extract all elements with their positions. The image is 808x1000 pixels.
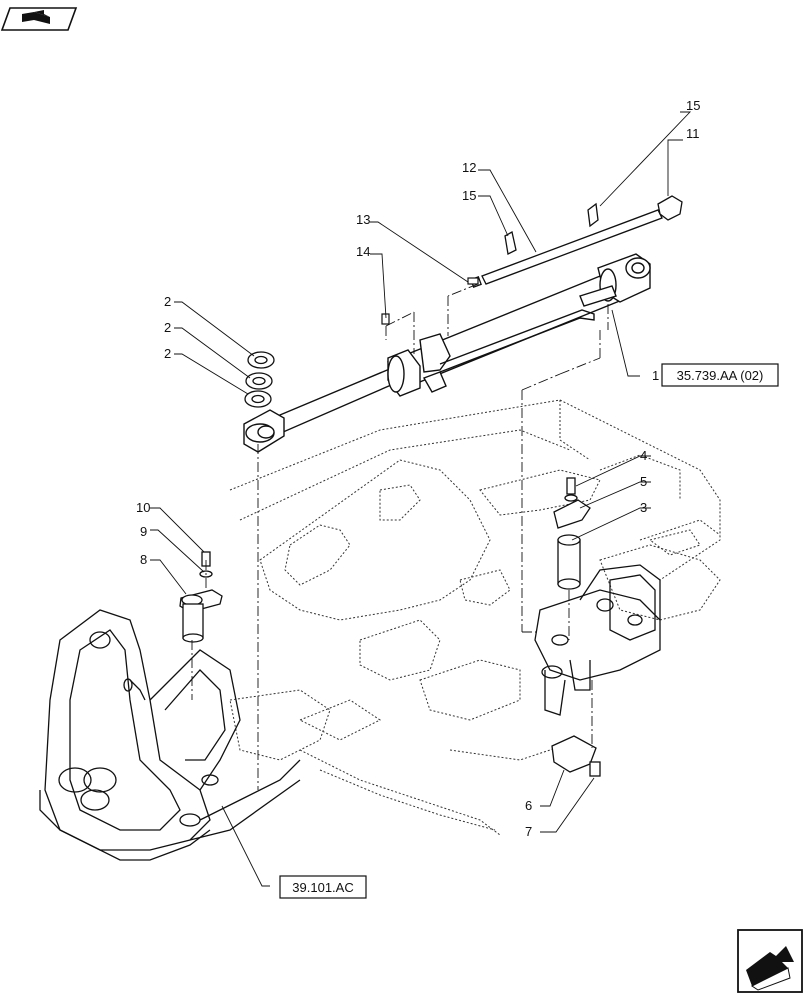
callout-14: 14	[356, 244, 370, 259]
callout-10: 10	[136, 500, 150, 515]
callout-9: 9	[140, 524, 147, 539]
callout-15-lower: 15	[462, 188, 476, 203]
reference-frame-label: 39.101.AC	[292, 880, 353, 895]
book-arrow-icon[interactable]	[0, 7, 78, 31]
next-page-arrow-icon[interactable]	[737, 929, 803, 993]
frame-structure	[229, 399, 721, 836]
callout-12: 12	[462, 160, 476, 175]
callout-7: 7	[525, 824, 532, 839]
callout-15-upper: 15	[686, 98, 700, 113]
callout-8: 8	[140, 552, 147, 567]
callout-11: 11	[686, 126, 700, 141]
callout-2-b: 2	[164, 320, 171, 335]
pin-assembly-right[interactable]	[553, 477, 591, 590]
callout-2-a: 2	[164, 294, 171, 309]
callout-1: 1	[652, 368, 659, 383]
callout-labels: 15 11 12 15 13 14 2 2 2 1 4 5 3 10 9 8 6…	[136, 98, 700, 839]
washer-set[interactable]	[244, 351, 275, 408]
reference-cylinder-label: 35.739.AA (02)	[677, 368, 764, 383]
clip-15-lower[interactable]	[504, 230, 517, 255]
callout-4: 4	[640, 448, 647, 463]
fitting-13[interactable]	[467, 277, 479, 285]
leader-lines	[150, 111, 692, 887]
pin-assembly-left[interactable]	[179, 551, 223, 643]
callout-5: 5	[640, 474, 647, 489]
callout-6: 6	[525, 798, 532, 813]
right-mount-bracket	[534, 564, 661, 716]
callout-13: 13	[356, 212, 370, 227]
cover-plate-bottom[interactable]	[551, 735, 601, 777]
callout-2-c: 2	[164, 346, 171, 361]
left-mount-bracket	[39, 609, 301, 861]
hydraulic-cylinder[interactable]	[243, 253, 651, 453]
clip-15-upper[interactable]	[587, 202, 599, 228]
alignment-lines	[191, 283, 609, 790]
callout-3: 3	[640, 500, 647, 515]
reference-box-cylinder[interactable]: 35.739.AA (02)	[661, 363, 779, 387]
reference-box-frame[interactable]: 39.101.AC	[279, 875, 367, 899]
